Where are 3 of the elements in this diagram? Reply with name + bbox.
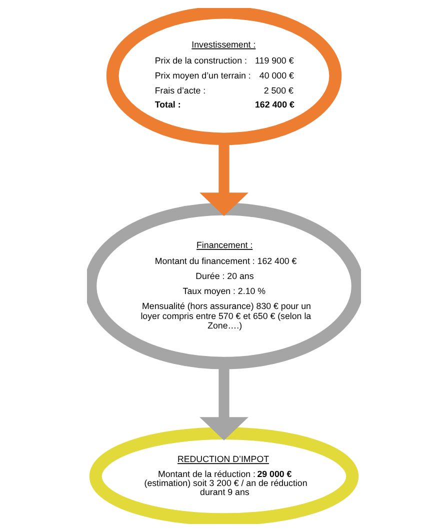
node-ellipse: REDUCTION D’IMPOT Montant de la réduction : 29 000 € (estimation) soit 3 200 € / an de réduction durant 9 ans [88,427,358,524]
node-ellipse: Financement : Montant du financement : 162 400 € Durée : 20 ans Taux moyen : 2.10 % Mensualité (hors assurance) 830 € pour un loyer compris entre 570 € et 650 € (selon la Zone….) [86,202,360,370]
node-ellipse: Investissement : Prix de la construction : 119 900 € Prix moyen d’un terrain : 40 000 € Frais d’acte : 2 500 € Total : 162 400 € [106,8,342,146]
